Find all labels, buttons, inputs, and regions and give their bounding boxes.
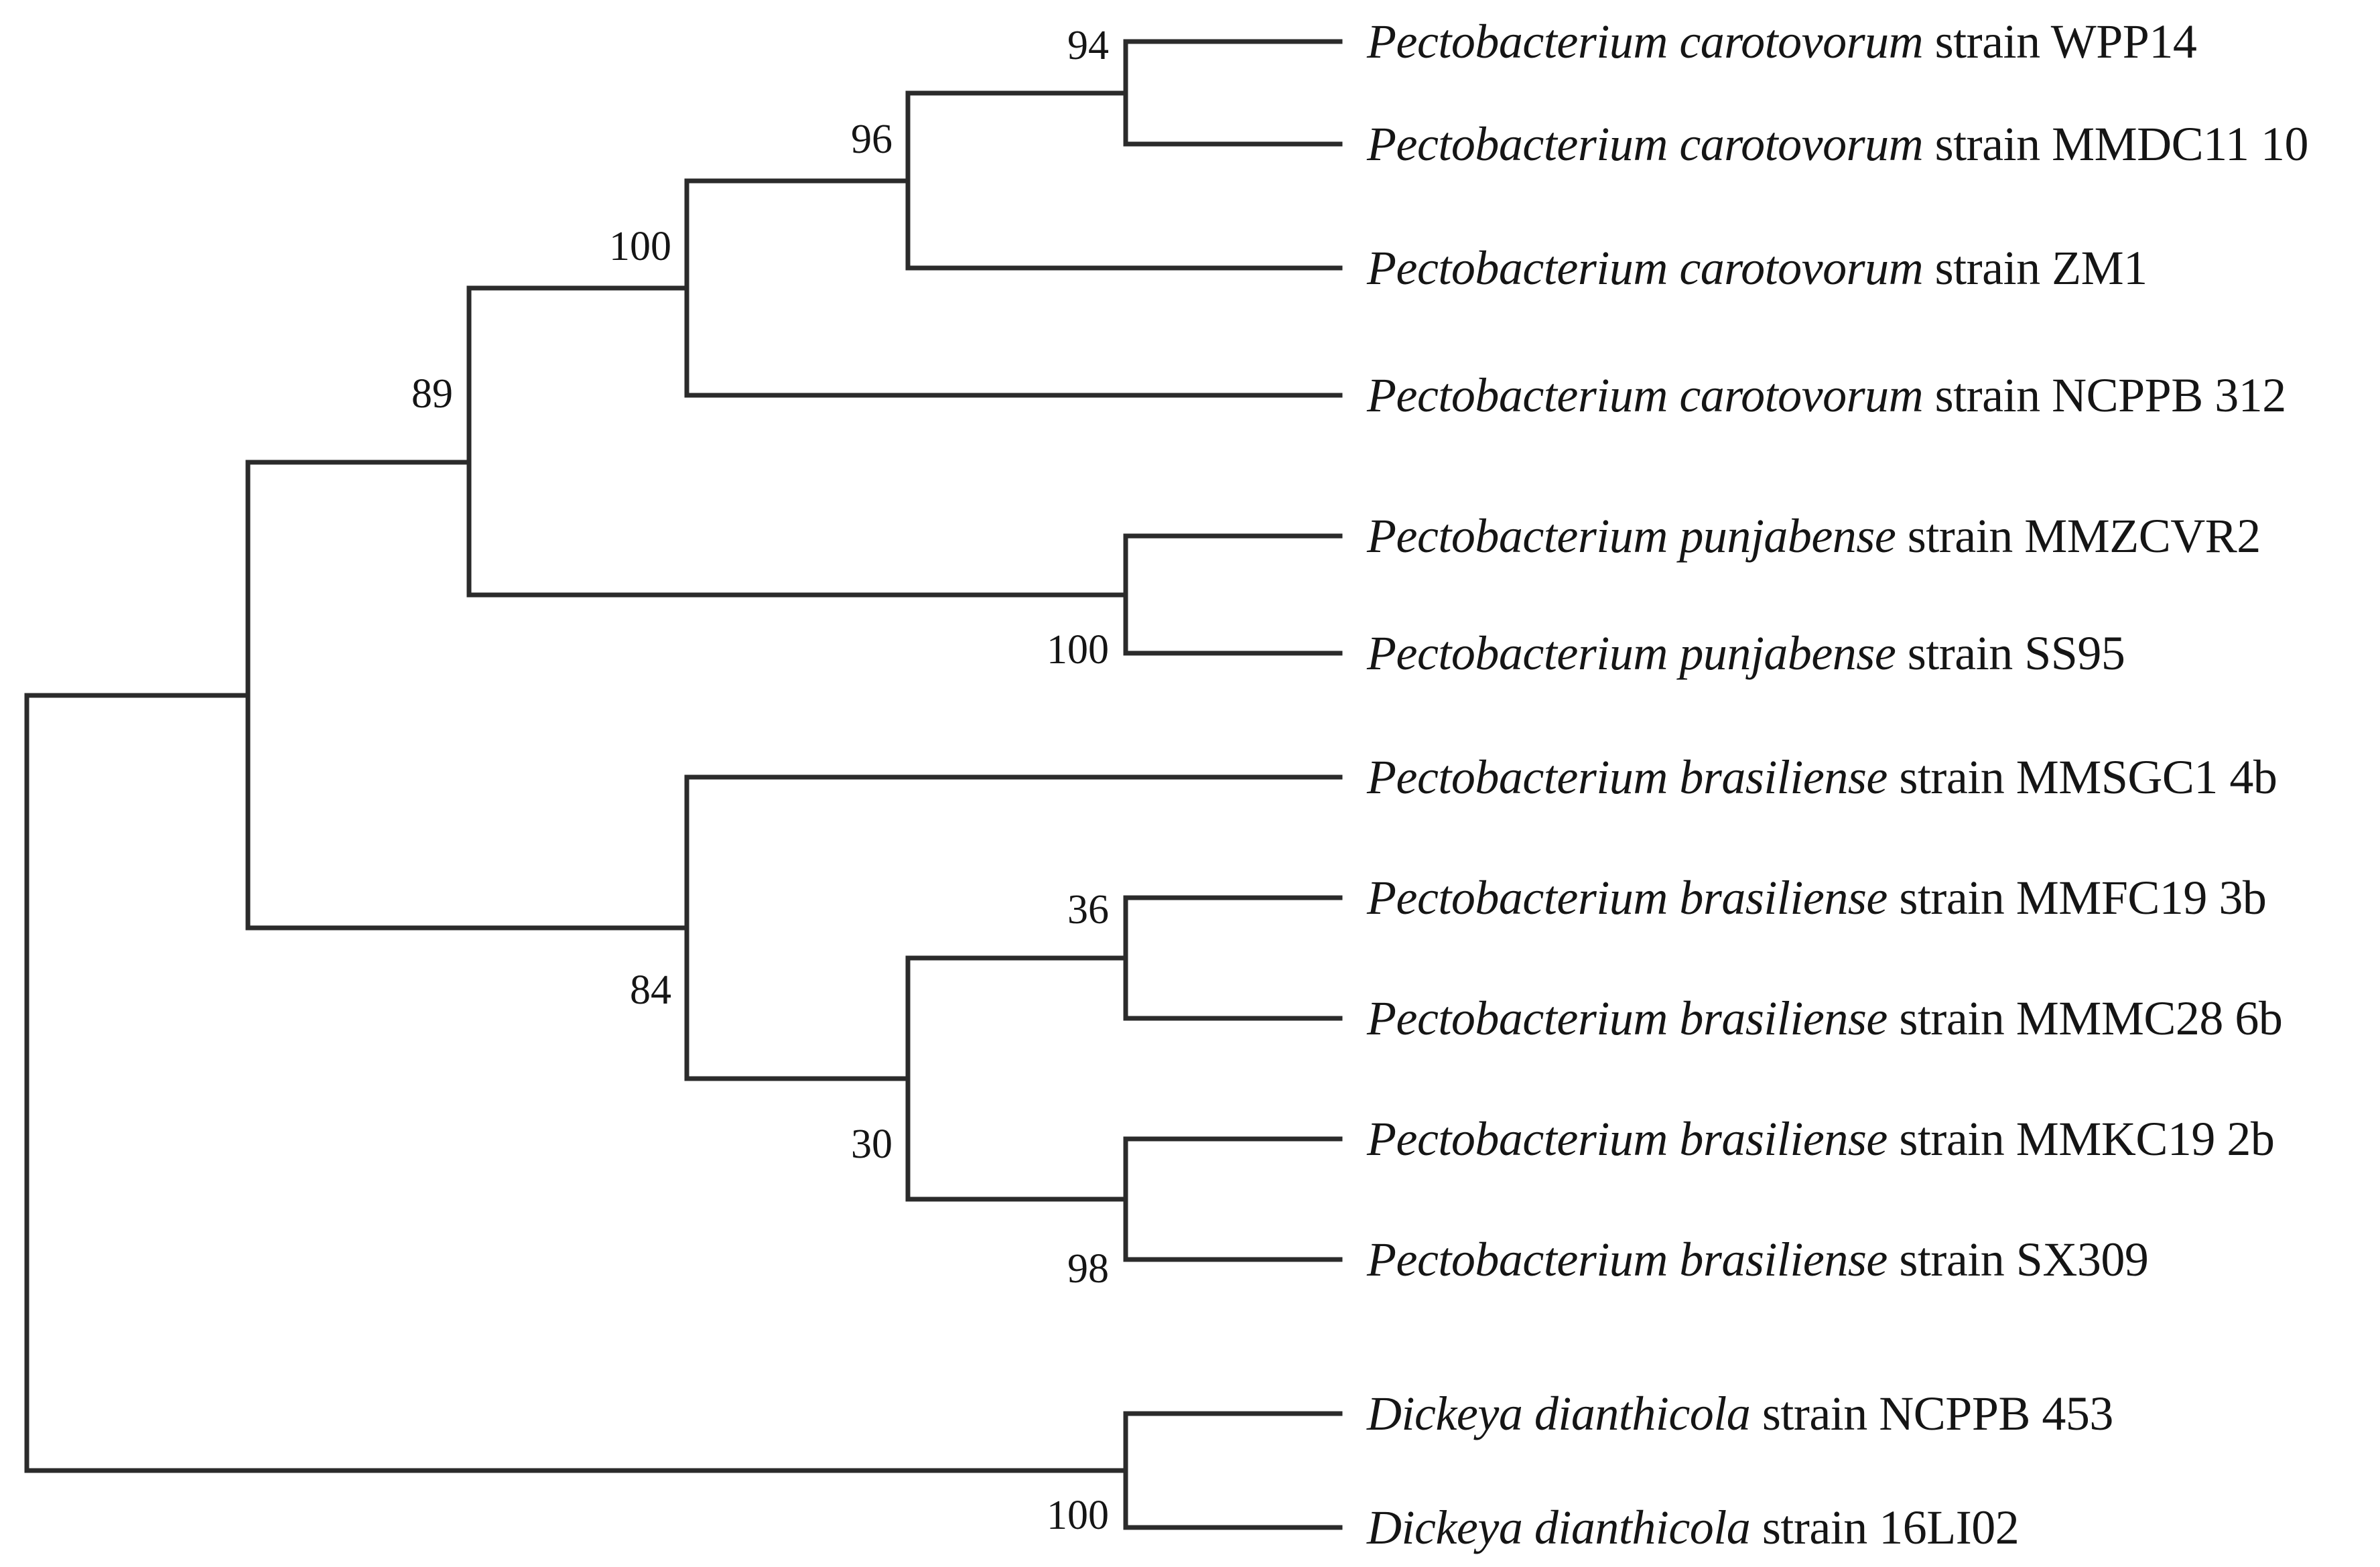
taxon-label-ncppb312: Pectobacterium carotovorum strain NCPPB … [1367,371,2286,419]
taxon-genus-species: Pectobacterium carotovorum [1367,368,1924,422]
taxon-label-mmzcvr2: Pectobacterium punjabense strain MMZCVR2 [1367,512,2261,560]
taxon-strain: strain MMFC19 3b [1887,871,2267,925]
taxon-label-mmmc28: Pectobacterium brasiliense strain MMMC28… [1367,992,2283,1045]
bootstrap-value-84: 84 [630,967,671,1013]
taxon-strain: strain SS95 [1896,626,2125,680]
taxon-genus-species: Dickeya dianthicola [1367,1387,1751,1440]
taxon-label-zm1: Pectobacterium carotovorum strain ZM1 [1367,244,2147,292]
taxon-label-mmsgc1: Pectobacterium brasiliense strain MMSGC1… [1367,753,2277,801]
taxon-strain: strain MMMC28 6b [1887,992,2283,1045]
taxon-label-wpp14: Pectobacterium carotovorum strain WPP14 [1367,15,2197,68]
taxon-label-mmfc19: Pectobacterium brasiliense strain MMFC19… [1367,871,2267,925]
taxon-genus-species: Pectobacterium brasiliense [1367,871,1888,925]
taxon-strain: strain NCPPB 312 [1923,368,2287,422]
taxon-label-mmdc11: Pectobacterium carotovorum strain MMDC11… [1367,120,2308,168]
taxon-genus-species: Pectobacterium brasiliense [1367,1233,1888,1286]
taxon-strain: strain MMKC19 2b [1887,1112,2275,1166]
taxon-label-mmkc19: Pectobacterium brasiliense strain MMKC19… [1367,1112,2275,1166]
taxon-genus-species: Pectobacterium carotovorum [1367,117,1924,171]
taxon-genus-species: Pectobacterium brasiliense [1367,750,1888,804]
taxon-genus-species: Pectobacterium brasiliense [1367,1112,1888,1166]
bootstrap-value-89: 89 [411,371,453,417]
taxon-strain: strain ZM1 [1923,241,2147,295]
taxon-strain: strain MMZCVR2 [1896,509,2261,563]
taxon-strain: strain 16LI02 [1750,1501,2020,1554]
taxon-strain: strain SX309 [1887,1233,2149,1286]
bootstrap-value-98: 98 [1067,1246,1109,1292]
taxon-genus-species: Pectobacterium brasiliense [1367,992,1888,1045]
taxon-label-16li02: Dickeya dianthicola strain 16LI02 [1367,1501,2020,1554]
taxon-strain: strain NCPPB 453 [1750,1387,2114,1440]
bootstrap-value-100-dickeya: 100 [1047,1493,1109,1538]
taxon-label-ncppb453: Dickeya dianthicola strain NCPPB 453 [1367,1389,2113,1438]
taxon-strain: strain WPP14 [1923,15,2197,68]
taxon-strain: strain MMDC11 10 [1923,117,2309,171]
taxon-label-sx309: Pectobacterium brasiliense strain SX309 [1367,1233,2149,1286]
bootstrap-value-100-punjabense: 100 [1047,627,1109,673]
bootstrap-value-30: 30 [851,1121,892,1167]
taxon-genus-species: Pectobacterium carotovorum [1367,241,1924,295]
taxon-genus-species: Dickeya dianthicola [1367,1501,1751,1554]
bootstrap-value-36: 36 [1067,887,1109,933]
taxon-genus-species: Pectobacterium carotovorum [1367,15,1924,68]
taxon-label-ss95: Pectobacterium punjabense strain SS95 [1367,629,2125,677]
bootstrap-value-96: 96 [851,117,892,162]
taxon-genus-species: Pectobacterium punjabense [1367,626,1896,680]
bootstrap-value-94: 94 [1067,23,1109,68]
taxon-strain: strain MMSGC1 4b [1887,750,2277,804]
taxon-genus-species: Pectobacterium punjabense [1367,509,1896,563]
bootstrap-value-100-carotovorum: 100 [609,224,671,269]
